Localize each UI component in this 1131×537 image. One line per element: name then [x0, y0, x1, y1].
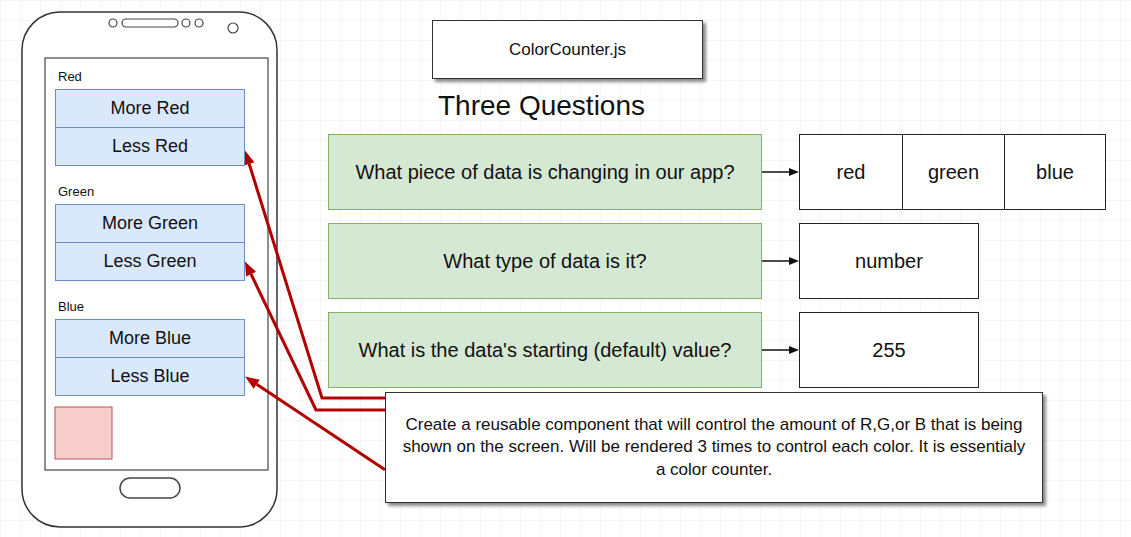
node-text: Less Green: [103, 251, 196, 272]
answer-box: 255: [799, 312, 979, 388]
node-text: red: [837, 161, 866, 184]
node-text: What is the data's starting (default) va…: [359, 339, 732, 362]
arrow-head: [789, 168, 799, 176]
button: Less Blue: [55, 357, 245, 396]
arrow-head: [789, 257, 799, 265]
node-text: What type of data is it?: [443, 250, 646, 273]
button: More Green: [55, 204, 245, 243]
arrow-head: [789, 346, 799, 354]
node-text: ColorCounter.js: [509, 40, 626, 60]
arrow-head: [244, 150, 255, 165]
arrow-connector: [762, 171, 789, 173]
node-text: Create a reusable component that will co…: [400, 414, 1028, 480]
file-name-box: ColorCounter.js: [432, 20, 703, 79]
node-text: Less Blue: [110, 366, 189, 387]
button: More Red: [55, 89, 245, 128]
arrow-connector: [762, 260, 789, 262]
node-text: blue: [1036, 161, 1074, 184]
note-box: Create a reusable component that will co…: [385, 392, 1043, 503]
answer-cell: red: [799, 134, 903, 210]
node-text: Less Red: [112, 136, 188, 157]
arrow-head: [245, 262, 256, 277]
node-text: More Red: [110, 98, 189, 119]
answer-box: number: [799, 223, 979, 299]
answer-cell: blue: [1004, 134, 1106, 210]
section-label: Green: [58, 184, 94, 199]
node-text: More Green: [102, 213, 198, 234]
button: Less Green: [55, 242, 245, 281]
diagram-title: Three Questions: [438, 90, 645, 122]
node-text: 255: [872, 339, 905, 362]
node-text: green: [928, 161, 979, 184]
section-label: Red: [58, 69, 82, 84]
section-label: Blue: [58, 299, 84, 314]
node-text: number: [855, 250, 923, 273]
question-box: What is the data's starting (default) va…: [328, 312, 762, 388]
node-text: What piece of data is changing in our ap…: [355, 161, 734, 184]
button: More Blue: [55, 319, 245, 358]
button: Less Red: [55, 127, 245, 166]
question-box: What type of data is it?: [328, 223, 762, 299]
answer-cell: green: [902, 134, 1005, 210]
node-text: More Blue: [109, 328, 191, 349]
question-box: What piece of data is changing in our ap…: [328, 134, 762, 210]
arrow-head: [245, 377, 260, 389]
arrow-connector: [762, 349, 789, 351]
